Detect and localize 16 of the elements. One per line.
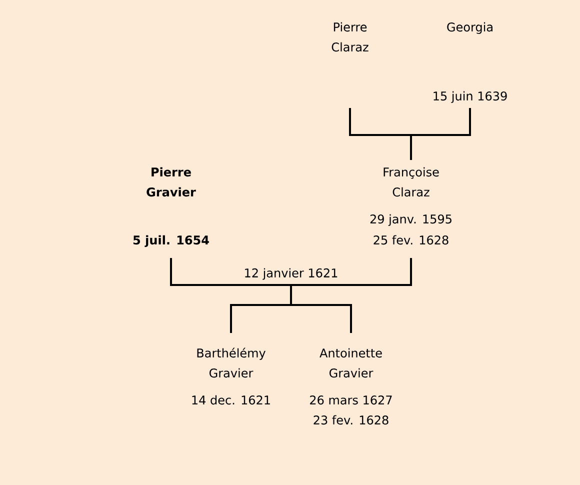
date: 5 juil. 1654 xyxy=(133,235,209,247)
person-name: Pierre Claraz xyxy=(332,22,368,52)
date: 23 fev. 1628 xyxy=(314,415,388,425)
date: 15 juin 1639 xyxy=(434,91,507,103)
date: 29 janv. 1595 xyxy=(370,214,452,226)
person-name: Barthélémy Gravier xyxy=(197,348,266,378)
date: 26 mars 1627 xyxy=(310,396,392,405)
date: 14 dec. 1621 xyxy=(192,395,270,405)
date-label: 12 janvier 1621 xyxy=(245,268,338,280)
person-name: Antoinette Gravier xyxy=(320,348,382,378)
connector-line xyxy=(290,258,412,333)
date: 25 fev. 1628 xyxy=(374,235,448,245)
person-name: Georgia xyxy=(447,22,492,34)
person-name: Françoise Claraz xyxy=(384,167,439,197)
connector-line xyxy=(410,108,471,160)
person-name: Pierre Gravier xyxy=(146,167,196,197)
